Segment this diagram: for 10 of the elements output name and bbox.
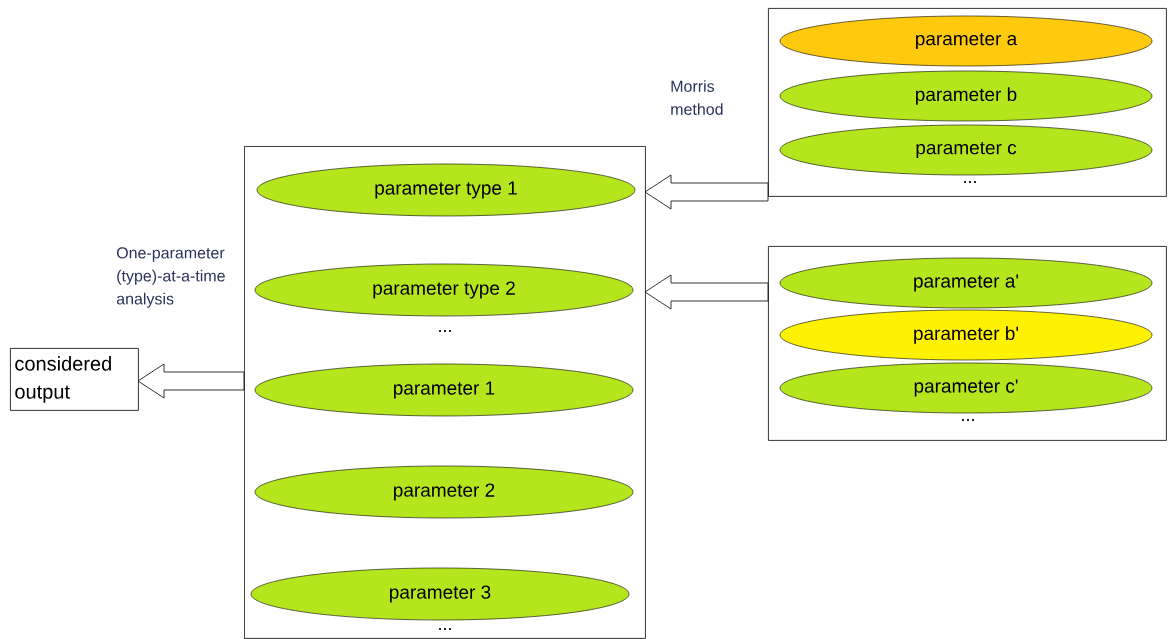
ellipsis: ... [439,330,451,332]
edge-label: One-parameter (type)-at-a-time analysis [116,247,225,308]
block-arrow [644,174,769,210]
block-arrow [137,363,245,399]
group-box [768,8,1167,197]
edge-label: Morris method [671,80,723,115]
group-box [244,146,646,639]
block-arrow [644,274,769,310]
text-box: considered output [10,348,139,411]
group-box [768,246,1167,441]
